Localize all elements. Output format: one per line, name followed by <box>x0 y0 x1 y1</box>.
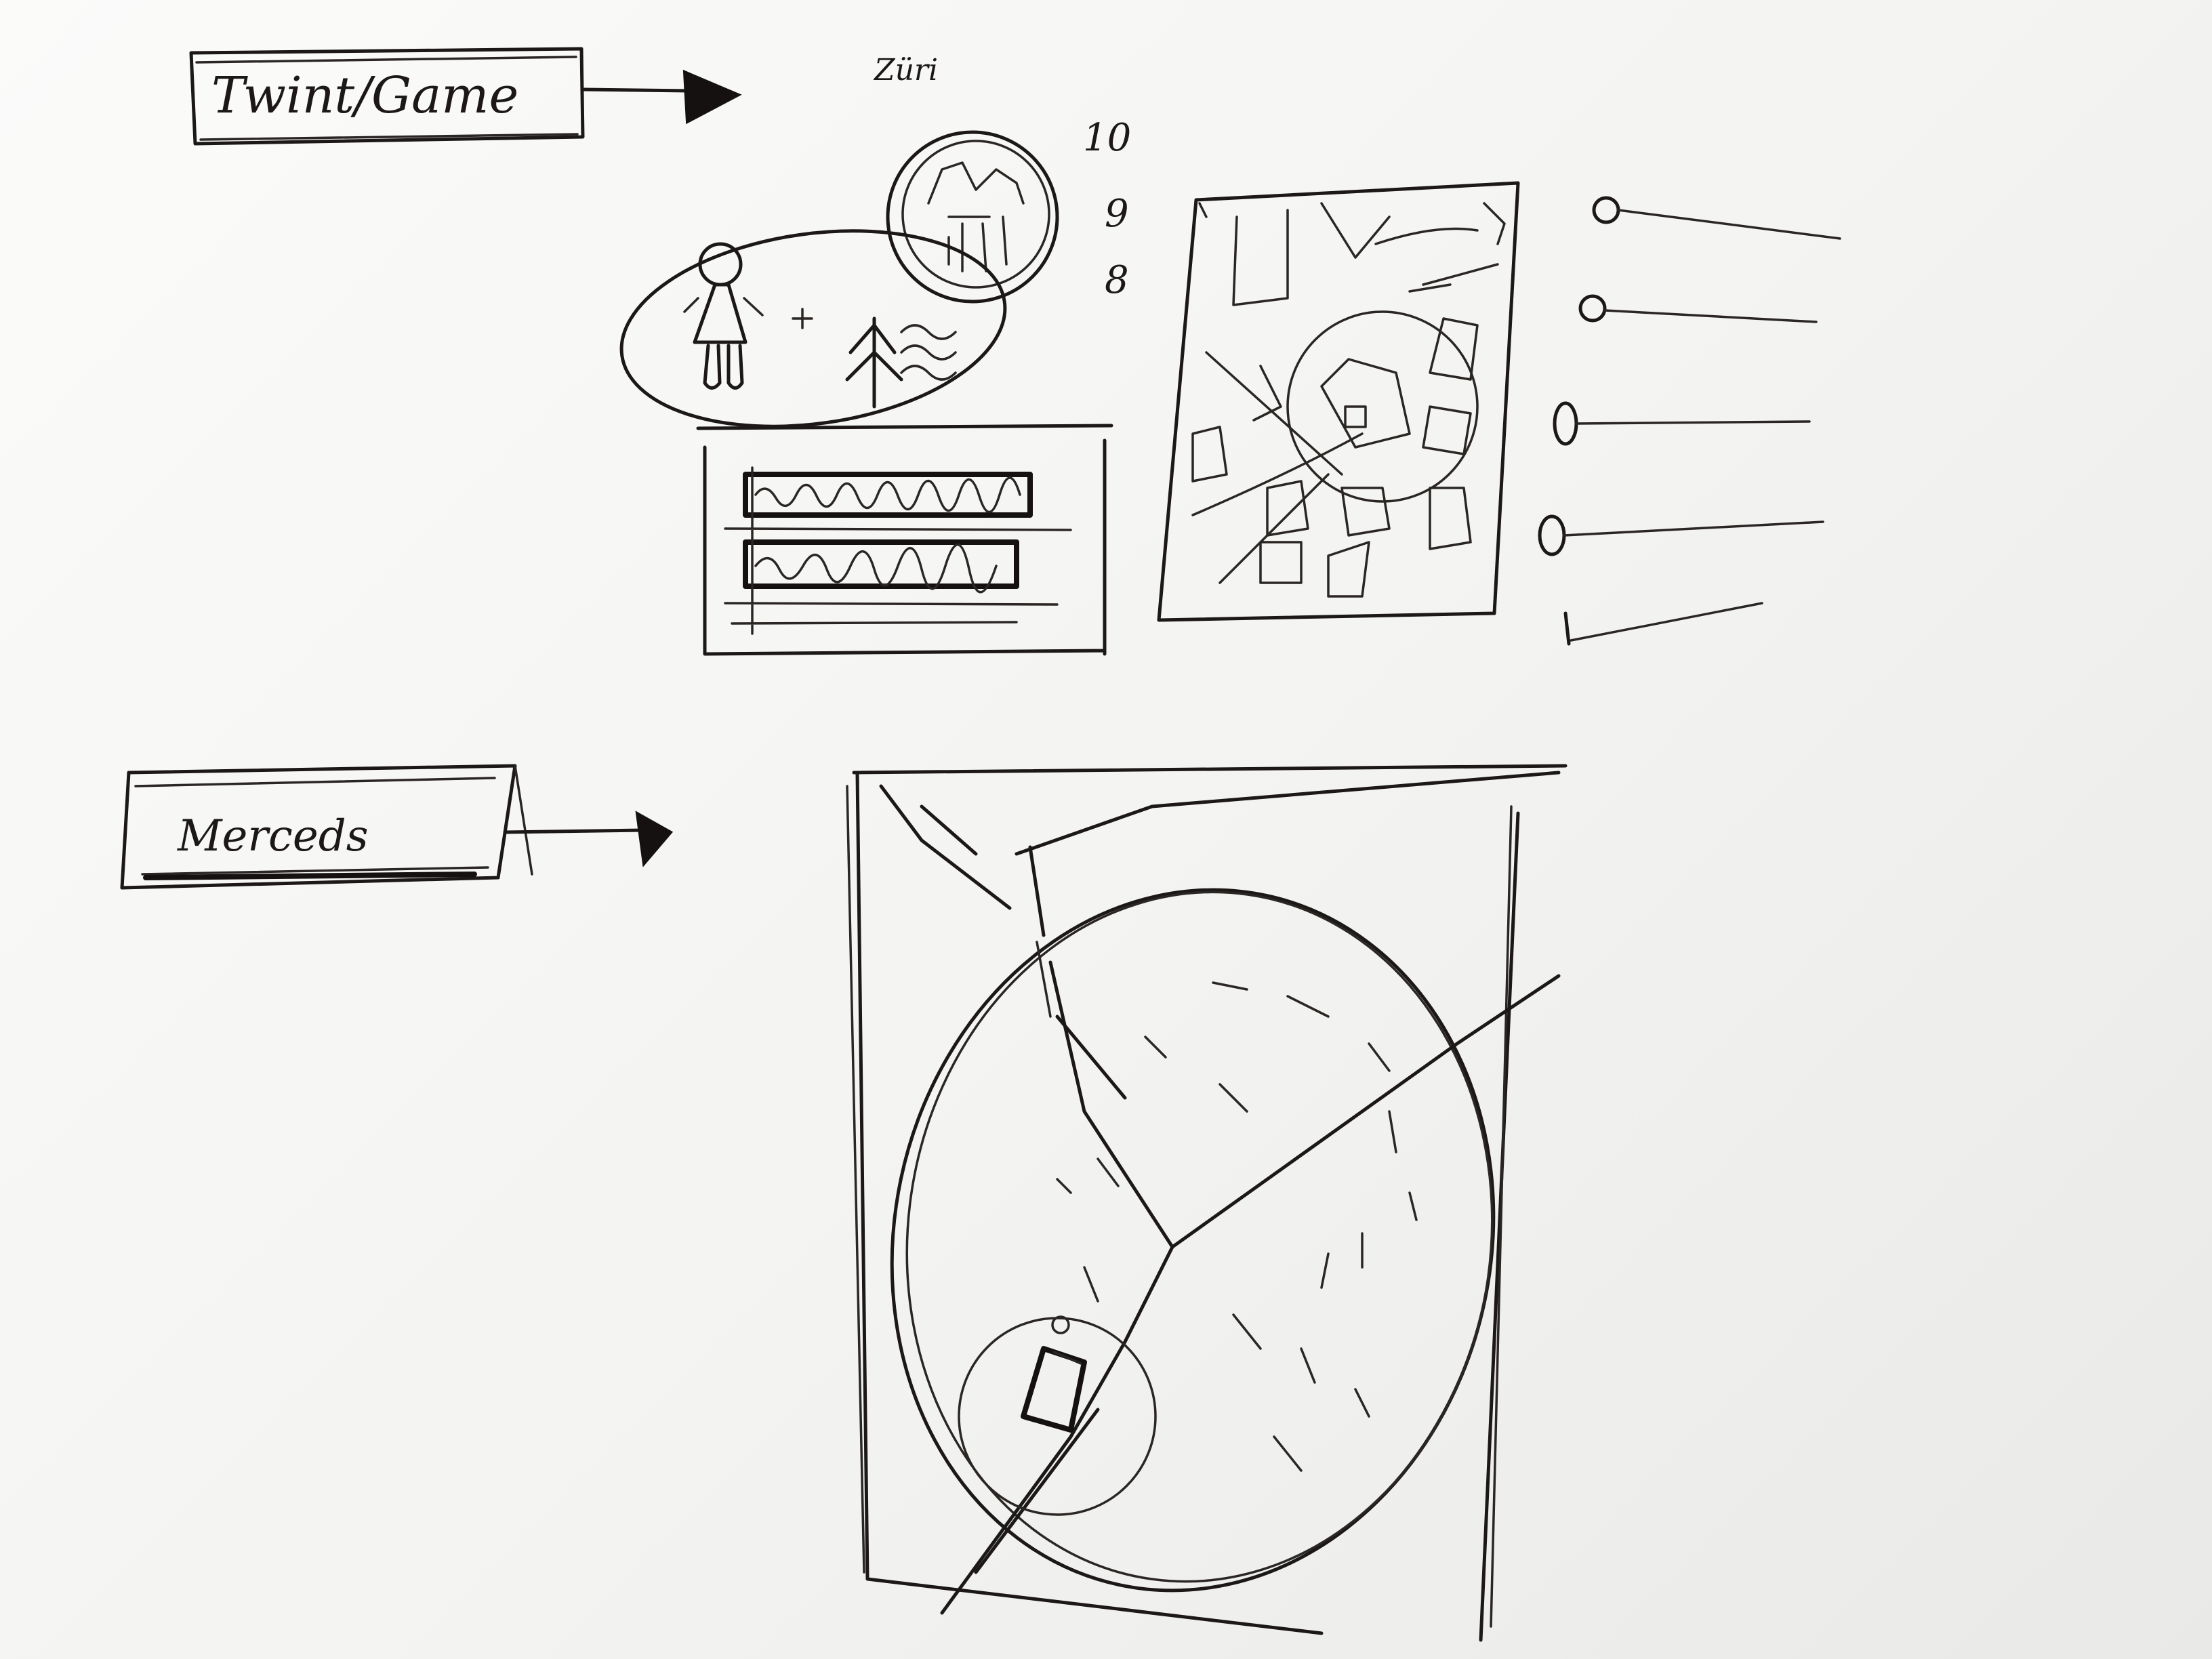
location-circle <box>958 1317 1157 1516</box>
person-nature-group <box>619 229 1007 428</box>
slider-knob[interactable] <box>1592 196 1620 224</box>
city-badge-icon <box>886 130 1059 304</box>
slider-1[interactable] <box>1592 196 1841 240</box>
person-icon <box>683 242 764 390</box>
slider-knob[interactable] <box>1538 514 1566 556</box>
list-panel <box>696 424 1113 656</box>
car-icon <box>1021 1346 1087 1433</box>
slider-knob[interactable] <box>1563 611 1571 646</box>
map-focus-circle <box>1286 310 1479 503</box>
list-item[interactable] <box>743 539 1019 594</box>
twint-arrow-icon <box>581 69 742 125</box>
slider-5[interactable] <box>1563 602 1763 646</box>
slider-group <box>1538 196 1841 646</box>
slider-3[interactable] <box>1553 401 1811 446</box>
list-item[interactable] <box>743 472 1033 518</box>
merceds-label: Merceds <box>177 811 369 861</box>
twint-game-button[interactable]: Twint/Game <box>189 47 585 146</box>
plus-icon <box>792 308 813 329</box>
map-zoom-ellipse <box>890 888 1496 1593</box>
slider-2[interactable] <box>1578 294 1818 323</box>
slider-knob[interactable] <box>1553 401 1578 446</box>
slider-knob[interactable] <box>1578 294 1607 323</box>
merceds-button[interactable]: Merceds <box>120 764 533 890</box>
map-thumbnail[interactable] <box>1157 181 1520 622</box>
twint-game-label: Twint/Game <box>211 66 518 125</box>
level-number-8: 8 <box>1105 258 1129 302</box>
large-map-view[interactable] <box>828 764 1568 1647</box>
merceds-arrow-icon <box>503 811 674 867</box>
level-number-9: 9 <box>1105 192 1129 236</box>
zuri-label: Züri <box>873 53 938 87</box>
slider-4[interactable] <box>1538 514 1824 556</box>
level-numbers: 10 9 8 <box>1083 116 1131 302</box>
level-number-10: 10 <box>1083 116 1131 160</box>
tree-waves-icon <box>845 316 957 409</box>
